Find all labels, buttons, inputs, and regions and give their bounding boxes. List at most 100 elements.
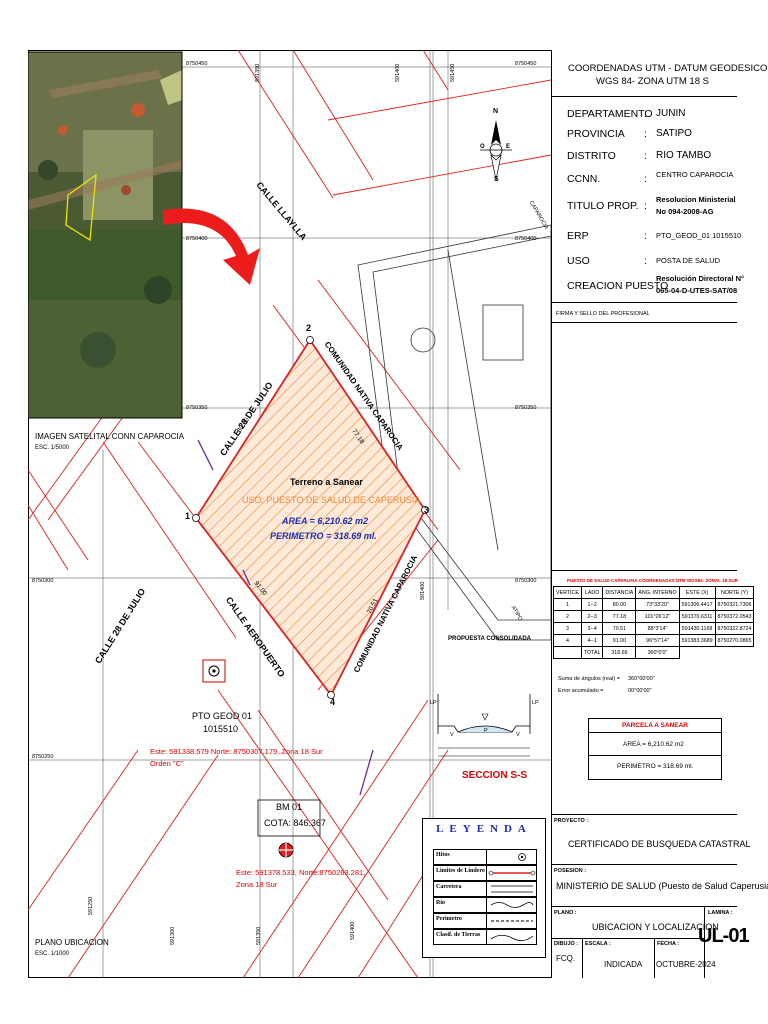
vertex-label-2: 2 [306,323,312,333]
plan-scale: ESC. 1/1000 [35,951,70,957]
parcela-box: PARCELA A SANEAR AREA = 6,210.62 m2 PERI… [588,718,722,780]
vertex-label-3: 3 [424,505,430,515]
parcela-box-title: PARCELA A SANEAR [589,719,721,733]
row-label-erp: ERP [567,230,589,242]
table-cell: 4 [553,634,582,647]
grid-label: 591400 [350,921,356,940]
table-header-row: VERTICE LADO DISTANCIA ANG. INTERNO ESTE… [553,586,755,599]
legend-symbol [486,866,537,880]
grid-label: 591400 [420,581,426,600]
row-colon: : [644,230,647,242]
table-row: 4 4--1 91.00 96°57'14" 591383.3689 87502… [553,634,755,647]
section-name: SECCION S-S [462,770,528,781]
legend-row: Clasif. de Tierras [433,929,537,945]
table-cell: 4--1 [580,634,604,647]
posesion-label: POSESION : [554,868,587,874]
grid-label: 591350 [256,926,262,945]
fecha-label: FECHA : [657,941,680,947]
legend-label: Carretera [436,884,462,890]
row-colon: : [644,128,647,140]
parcel-area: AREA = 6,210.62 m2 [282,516,368,526]
row-label-distrito: DISTRITO [567,150,616,162]
row-value-titulo-2: No 094-2008-AG [656,207,714,216]
section-v-left: V [450,732,454,738]
row-value-titulo: Resolucion Ministerial [656,195,736,204]
row-label-ccnn: CCNN. [567,173,601,185]
table-cell: 8750321.7306 [714,598,755,611]
grid-label: 591400 [395,63,401,82]
error-value: 00°00'00" [628,688,652,694]
escala-value: INDICADA [604,960,643,969]
lamina-label: LAMINA : [708,910,733,916]
table-cell: 80.00 [602,598,637,611]
table-cell: 3--4 [580,622,604,635]
row-label-provincia: PROVINCIA [567,128,625,140]
legend-row: Carretera [433,881,537,897]
table-cell: 2--3 [580,610,604,623]
row-colon: : [644,255,647,267]
row-value-ccnn: CENTRO CAPAROCIA [656,170,734,179]
row-value-erp: PTO_GEOD_01 1015510 [656,231,742,240]
section-cut-marks [197,439,374,796]
grid-label: 591450 [450,63,456,82]
section-lp-left: LP [430,700,437,706]
table-cell: 77.18 [602,610,637,623]
header-line-1: COORDENADAS UTM - DATUM GEODESICO [568,63,768,74]
legend-row: Limites de Lindero [433,865,537,881]
table-cell: 73°33'20" [635,598,680,611]
legend-symbol [486,898,537,912]
legend-label: Limites de Lindero [436,868,485,874]
proyecto-value: CERTIFICADO DE BUSQUEDA CATASTRAL [568,839,751,849]
satellite-title: IMAGEN SATELITAL CONN CAPAROCIA [35,432,185,441]
table-cell: 8750270.0865 [714,634,755,647]
grid-label: 8750450 [186,61,208,67]
grid-label: 8750350 [515,405,537,411]
posesion-value: MINISTERIO DE SALUD (Puesto de Salud Cap… [556,881,768,891]
row-colon: : [644,150,647,162]
satellite-scale: ESC. 1/5000 [35,445,70,451]
divider [582,938,583,978]
pto-geod-coords: Este: 591338.579 Norte: 8750307.179, Zon… [150,747,323,756]
table-cell: 3 [553,622,582,635]
table-cell: 1--2 [580,598,604,611]
divider [552,906,737,907]
coords-table: VERTICE LADO DISTANCIA ANG. INTERNO ESTE… [553,586,755,659]
parcel-name: Terreno a Sanear [290,477,363,487]
location-arrow [163,208,260,285]
pto-geod-marker [202,659,226,683]
column-header: ANG. INTERNO [635,586,680,599]
bm-label: BM 01 [276,802,303,812]
legend-label: Clasif. de Tierras [436,932,481,938]
column-header: ESTE (X) [678,586,716,599]
plan-title: PLANO UBICACION [35,938,109,947]
fecha-value: OCTUBRE-2024 [656,960,716,969]
compass-o: O [480,144,485,150]
row-value-distrito: RIO TAMBO [656,150,712,161]
legend-row: Hitos [433,849,537,865]
table-cell: 88°3'14" [635,622,680,635]
row-colon: : [644,173,647,185]
parcel-use: USO: PUESTO DE SALUD DE CAPERUSIA [242,495,421,505]
divider [704,906,705,978]
section-proposal-title: PROPUESTA CONSOLIDADA [448,636,532,642]
column-header: NORTE (Y) [714,586,755,599]
vertex-markers [192,336,429,699]
column-header: LADO [580,586,604,599]
dibujo-value: FCQ. [556,954,576,963]
table-cell: 96°57'14" [635,634,680,647]
legend: LEYENDA Hitos Limites de Lindero Carrete… [422,818,546,958]
pto-geod-code: 1015510 [203,724,239,734]
compass-n: N [493,108,499,115]
escala-label: ESCALA : [585,941,611,947]
table-cell: 2 [553,610,582,623]
grid-label: 591300 [170,926,176,945]
table-row: 2 2--3 77.18 101°26'12" 591370.6311 8750… [553,610,755,623]
table-cell: TOTAL [580,646,604,659]
column-header: DISTANCIA [602,586,637,599]
legend-label: Perimetro [436,916,462,922]
grid-label: 8750400 [515,236,537,242]
compass-e: E [506,144,511,150]
divider [552,570,737,571]
section-v-right: V [516,732,520,738]
lamina-value: UL-01 [698,925,750,947]
